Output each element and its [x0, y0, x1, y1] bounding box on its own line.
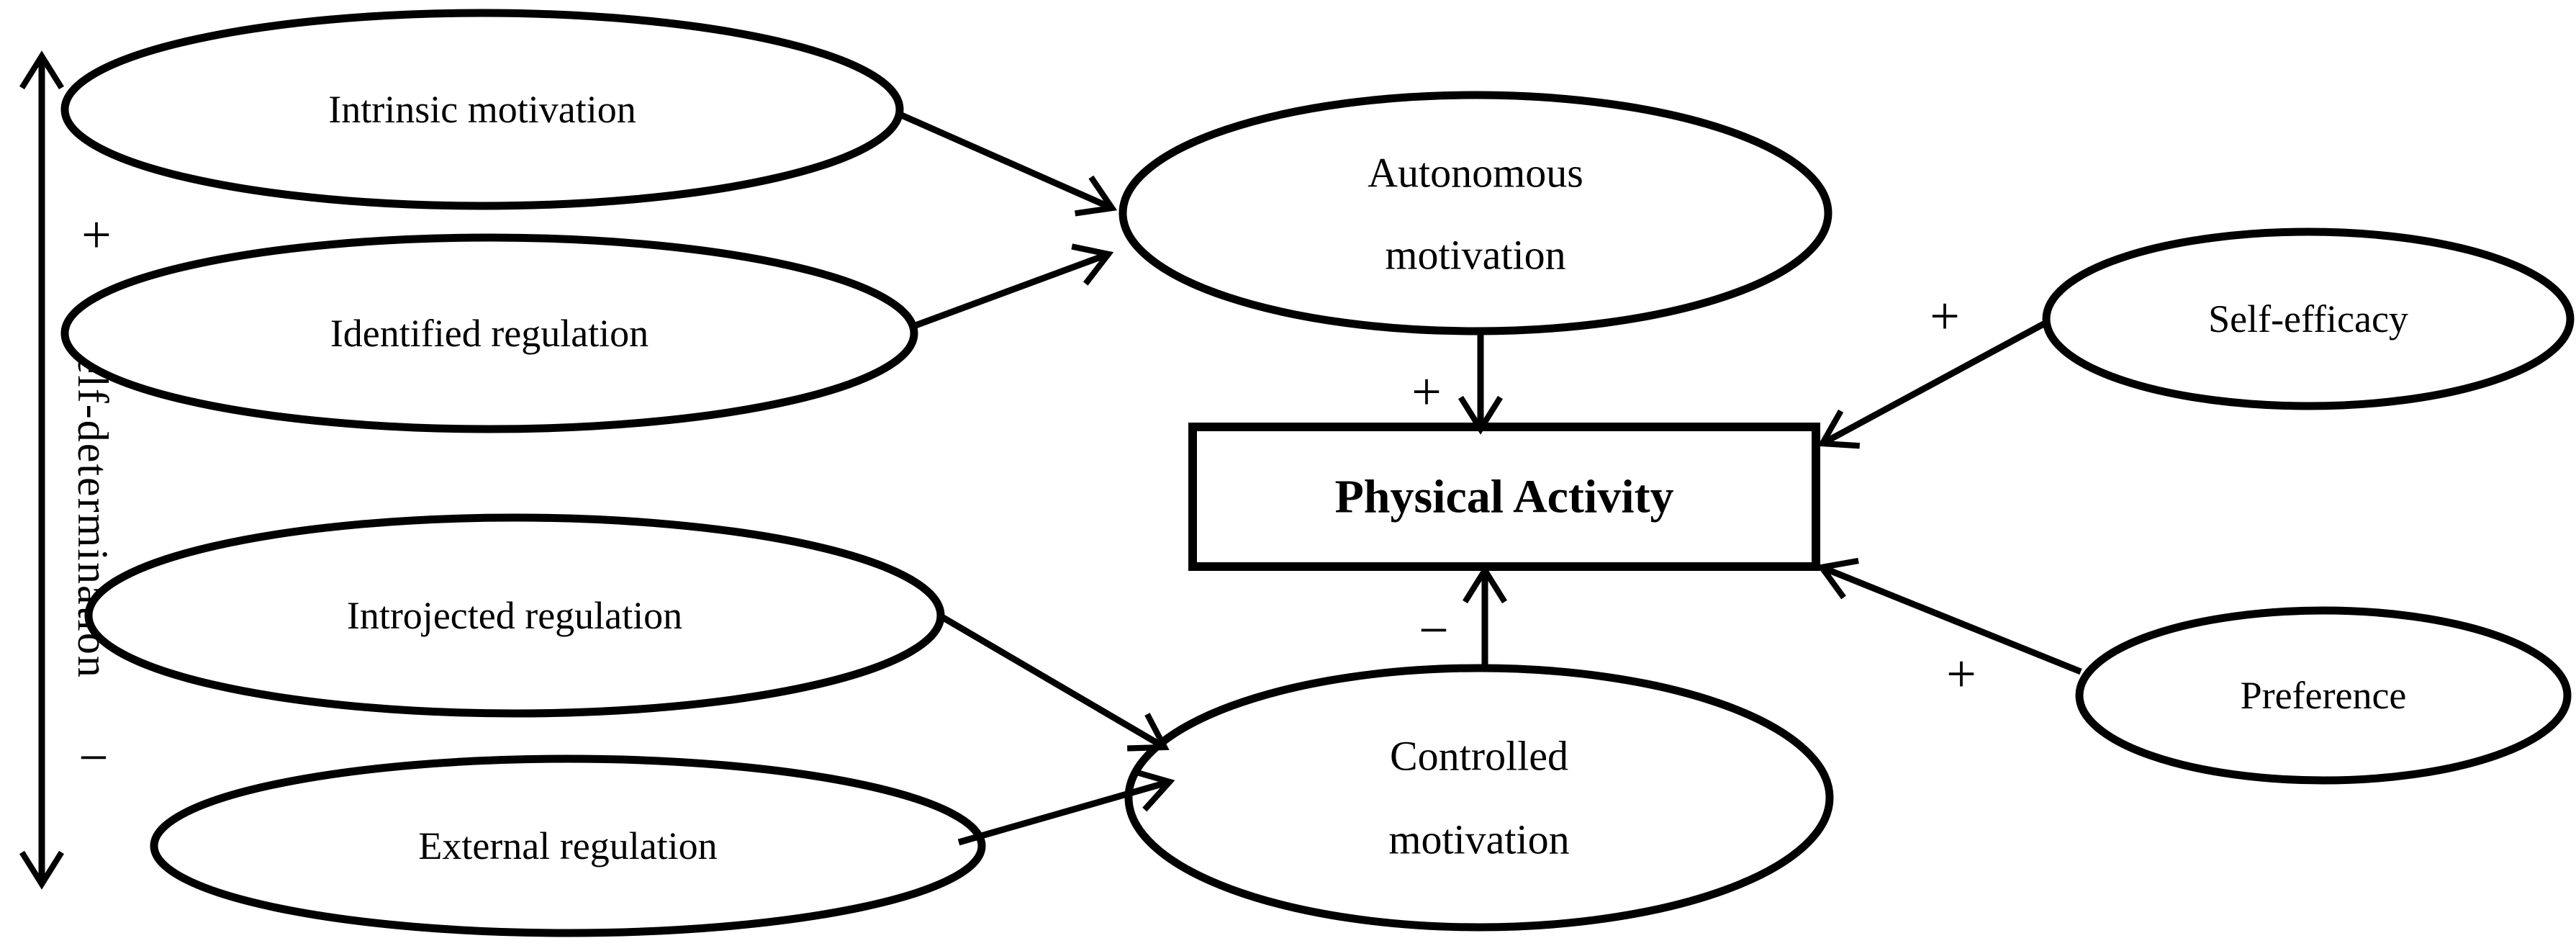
self-determination-axis: + Self-determination − — [19, 50, 117, 890]
node-physical-activity: Physical Activity — [1188, 423, 1820, 571]
preference-effect-sign: + — [1946, 645, 1976, 704]
intrinsic-motivation-ellipse — [60, 9, 904, 210]
node-introjected-regulation: Introjected regulation — [84, 513, 945, 718]
intrinsic-motivation-label: Intrinsic motivation — [328, 88, 636, 131]
edge-external-to-controlled — [957, 768, 1175, 846]
identified-regulation-ellipse — [60, 233, 918, 433]
self-efficacy-label: Self-efficacy — [2208, 297, 2408, 341]
introjected-regulation-label: Introjected regulation — [347, 594, 682, 637]
edge-intrinsic-to-autonomous — [897, 110, 1118, 217]
preference-ellipse — [2075, 606, 2572, 785]
external-regulation-ellipse — [150, 754, 986, 937]
node-self-efficacy: Self-efficacy — [2042, 227, 2575, 410]
controlled-motivation-label-line1: Controlled — [1390, 733, 1568, 780]
preference-label: Preference — [2241, 674, 2407, 717]
autonomous-motivation-label-line2: motivation — [1385, 232, 1565, 279]
autonomous-effect-sign: + — [1411, 363, 1442, 422]
edge-identified-to-autonomous — [914, 243, 1114, 329]
autonomous-motivation-label-line1: Autonomous — [1368, 150, 1583, 197]
self-efficacy-effect-sign: + — [1930, 287, 1960, 346]
edge-self-efficacy-to-physical-activity — [1817, 319, 2050, 449]
controlled-motivation-ellipse — [1124, 664, 1834, 932]
axis-plus-sign: + — [81, 206, 112, 265]
node-external-regulation: External regulation — [150, 754, 986, 937]
identified-regulation-label: Identified regulation — [330, 312, 648, 355]
controlled-motivation-label-line2: motivation — [1388, 816, 1569, 863]
node-preference: Preference — [2075, 606, 2572, 785]
autonomous-motivation-ellipse — [1118, 91, 1832, 335]
edge-preference-to-physical-activity — [1816, 557, 2082, 675]
edge-introjected-to-controlled — [939, 613, 1170, 752]
node-autonomous-motivation: Autonomous motivation — [1118, 91, 1832, 335]
controlled-effect-sign: − — [1419, 601, 1449, 660]
physical-activity-label: Physical Activity — [1334, 471, 1673, 523]
node-controlled-motivation: Controlled motivation — [1124, 664, 1834, 932]
edges: + − + + — [897, 110, 2082, 846]
node-intrinsic-motivation: Intrinsic motivation — [60, 9, 904, 210]
introjected-regulation-ellipse — [84, 513, 945, 718]
self-efficacy-ellipse — [2042, 227, 2575, 410]
node-identified-regulation: Identified regulation — [60, 233, 918, 433]
axis-minus-sign: − — [78, 729, 109, 788]
external-regulation-label: External regulation — [418, 824, 717, 867]
